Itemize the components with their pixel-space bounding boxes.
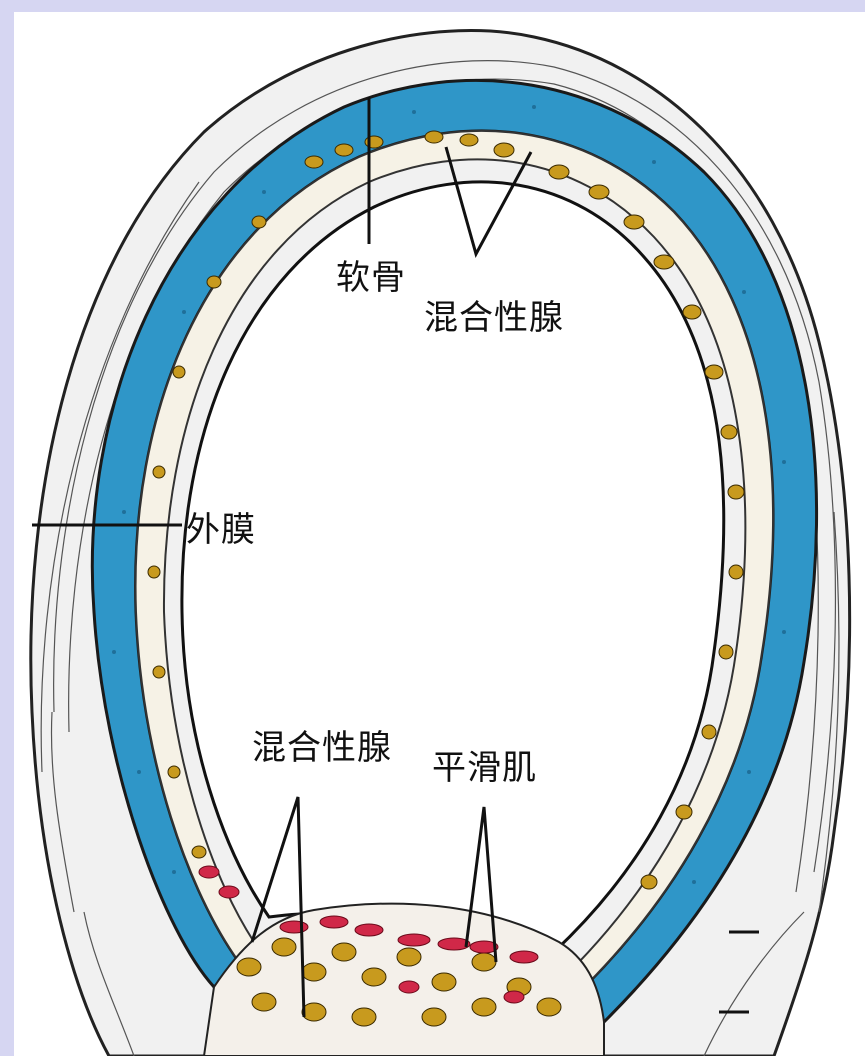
label-mixed-gland-top: 混合性腺 (424, 290, 564, 339)
label-smooth-muscle: 平滑肌 (432, 740, 537, 789)
label-cartilage: 软骨 (336, 250, 406, 299)
trachea-cross-section (14, 12, 865, 1056)
diagram-frame: 软骨 混合性腺 外膜 混合性腺 平滑肌 (14, 12, 865, 1056)
label-adventitia: 外膜 (186, 502, 256, 551)
label-mixed-gland-bottom: 混合性腺 (252, 720, 392, 769)
